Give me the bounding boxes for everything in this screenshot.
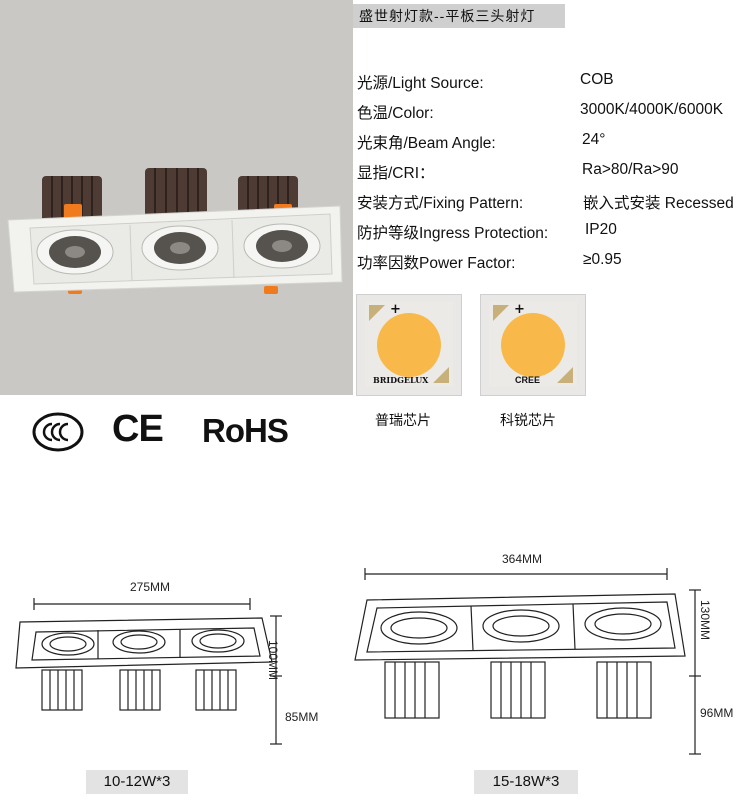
width-label: 364MM bbox=[502, 552, 543, 566]
depth-label: 85MM bbox=[285, 710, 319, 724]
ccc-logo bbox=[32, 412, 84, 452]
product-title: 盛世射灯款--平板三头射灯 bbox=[353, 4, 565, 28]
spec-value: 24° bbox=[582, 131, 606, 148]
dimension-drawing-small bbox=[15, 598, 282, 745]
cree-chip-image: + CREE bbox=[480, 294, 586, 396]
product-photo bbox=[0, 0, 353, 395]
spec-label: 光束角/Beam Angle: bbox=[357, 135, 496, 152]
spotlight-illustration bbox=[7, 168, 343, 294]
chip-brand: CREE bbox=[515, 375, 541, 385]
bridgelux-chip-image: + BRIDGELUX bbox=[356, 294, 462, 396]
rohs-mark: RoHS bbox=[202, 412, 289, 449]
spec-value: ≥0.95 bbox=[583, 251, 622, 268]
spec-value: 嵌入式安装 Recessed bbox=[583, 195, 734, 212]
spec-value: COB bbox=[580, 71, 614, 88]
spec-label: 安装方式/Fixing Pattern: bbox=[357, 195, 524, 212]
spec-value: IP20 bbox=[585, 221, 617, 238]
power-caption: 10-12W*3 bbox=[86, 770, 188, 794]
spec-label: 光源/Light Source: bbox=[357, 75, 484, 92]
spec-label: 功率因数Power Factor: bbox=[357, 255, 516, 272]
dimension-drawing-large bbox=[354, 568, 701, 755]
ce-mark: CE bbox=[112, 408, 164, 450]
height-label: 130MM bbox=[698, 600, 712, 641]
depth-label: 96MM bbox=[700, 706, 734, 720]
chip-brand: BRIDGELUX bbox=[373, 375, 429, 385]
width-label: 275MM bbox=[130, 580, 171, 594]
svg-text:+: + bbox=[514, 302, 525, 317]
spec-label: 显指/CRI： bbox=[357, 165, 435, 182]
height-label: 100MM bbox=[266, 640, 280, 681]
power-caption: 15-18W*3 bbox=[474, 770, 578, 794]
chip-caption: 科锐芯片 bbox=[500, 412, 556, 428]
spec-value: 3000K/4000K/6000K bbox=[580, 101, 724, 118]
chip-caption: 普瑞芯片 bbox=[375, 412, 431, 428]
spec-label: 防护等级Ingress Protection: bbox=[357, 225, 549, 242]
spec-value: Ra>80/Ra>90 bbox=[582, 161, 679, 178]
spec-label: 色温/Color: bbox=[357, 105, 434, 122]
svg-text:+: + bbox=[390, 302, 401, 317]
